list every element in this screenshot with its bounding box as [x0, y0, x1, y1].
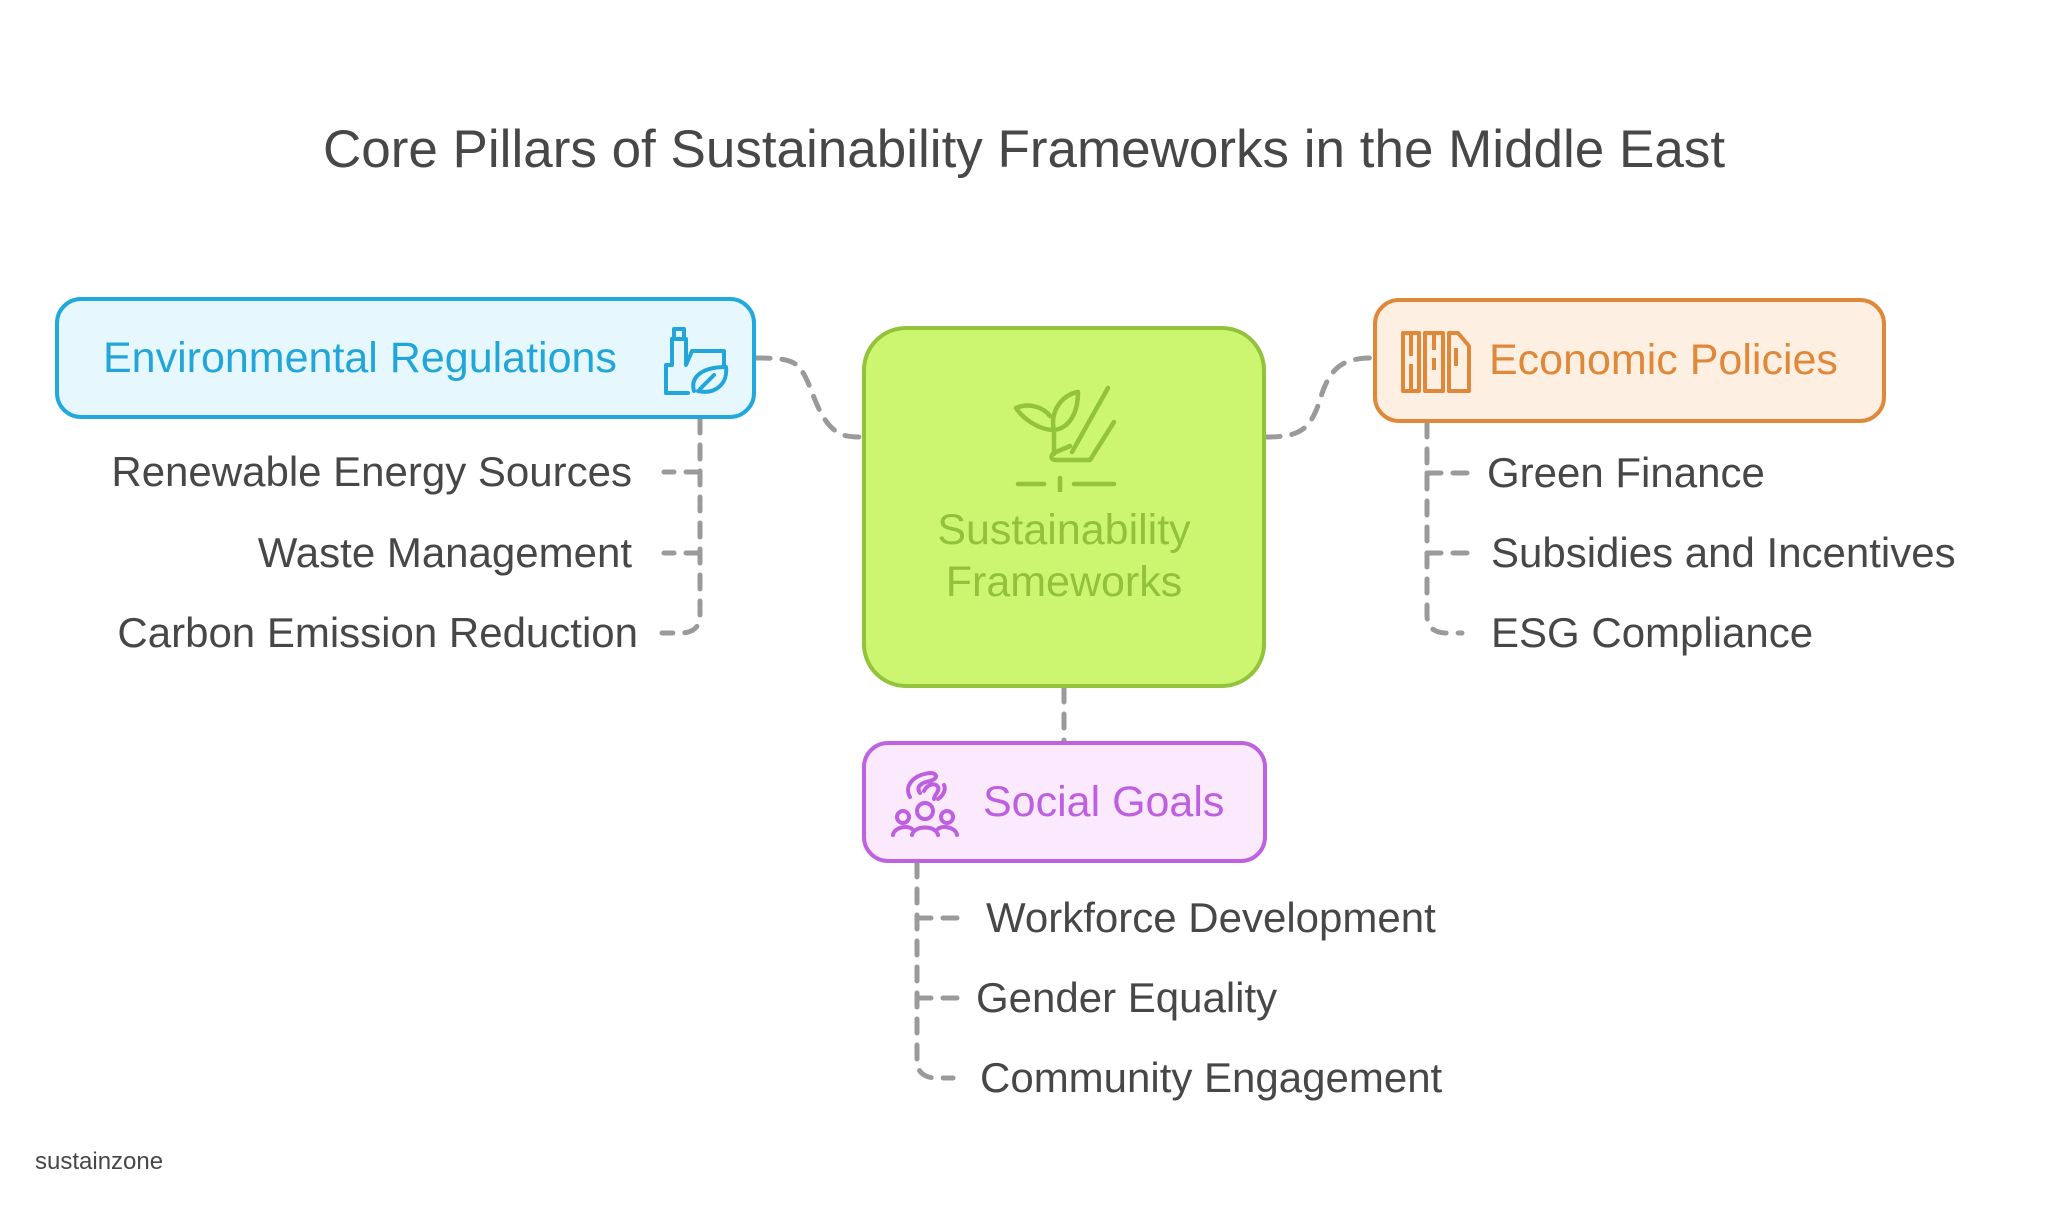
list-item-renewable-energy: Renewable Energy Sources — [111, 448, 632, 495]
list-item-community-engagement: Community Engagement — [980, 1054, 1443, 1101]
economic-policies-node[interactable]: Economic Policies — [1373, 298, 1886, 423]
sustainability-frameworks-label: Sustainability Frameworks — [866, 504, 1262, 608]
center-label-line2: Frameworks — [945, 558, 1183, 606]
social-goals-node[interactable]: Social Goals — [862, 741, 1267, 863]
social-goals-label: Social Goals — [983, 777, 1225, 826]
center-label-line1: Sustainability — [937, 506, 1191, 554]
environmental-regulations-node[interactable]: Environmental Regulations — [55, 297, 756, 419]
list-item-carbon-emission: Carbon Emission Reduction — [117, 609, 638, 656]
factory-leaf-icon — [664, 327, 729, 395]
list-item-workforce-development: Workforce Development — [986, 894, 1436, 941]
list-item-gender-equality: Gender Equality — [976, 974, 1278, 1021]
list-item-subsidies: Subsidies and Incentives — [1491, 529, 1956, 576]
list-item-esg-compliance: ESG Compliance — [1491, 609, 1814, 656]
community-hand-icon — [891, 771, 959, 837]
list-item-green-finance: Green Finance — [1487, 449, 1765, 496]
list-item-waste-management: Waste Management — [257, 529, 632, 576]
sustainability-frameworks-node[interactable]: Sustainability Frameworks — [862, 326, 1266, 688]
diagram-title: Core Pillars of Sustainability Framework… — [322, 120, 1726, 179]
bookshelf-icon — [1401, 331, 1471, 393]
economic-policies-label: Economic Policies — [1489, 336, 1838, 384]
plant-in-hand-icon — [1013, 385, 1117, 492]
environmental-regulations-label: Environmental Regulations — [103, 333, 617, 382]
footer-brand: sustainzone — [35, 1148, 164, 1175]
